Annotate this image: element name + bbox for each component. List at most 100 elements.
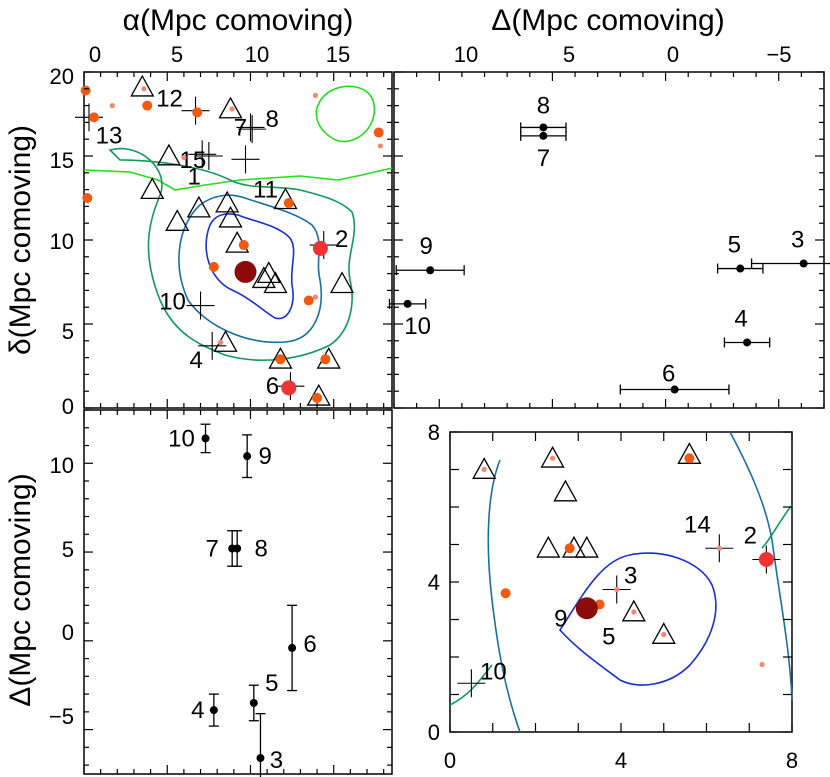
bottom-left-point-label-7: 7 [205,535,218,562]
top-left-bcg-0 [234,260,257,283]
bottom-left-point-label-9: 9 [258,443,271,470]
contour-blue-br [558,552,717,686]
panel-top-right-frame [393,71,825,409]
panel-bottom-right-frame [449,431,793,733]
bottom-right-label-5: 5 [602,623,615,650]
bottom-right-label-10: 10 [480,658,507,685]
top-left-label-13: 13 [96,122,123,149]
top-right-point-label-8: 8 [537,92,550,119]
top-left-galaxy-orange-3 [192,107,203,118]
tick-label-tl-x-1: 5 [171,42,183,67]
top-left-triangle-10 [256,261,281,284]
bottom-left-point-5 [249,698,258,707]
bottom-right-label-2: 2 [744,523,757,550]
tick-label-bl-y-0: 10 [50,453,74,478]
contour-teal [178,194,322,344]
top-left-triangle-8 [218,205,243,228]
top-left-triangle-6 [165,209,190,231]
tick-label-tl-x-3: 15 [326,42,350,67]
top-left-galaxy-pink-4 [377,143,383,149]
bottom-left-point-label-8: 8 [254,535,267,562]
bottom-left-point-label-5: 5 [265,670,278,697]
top-left-label-10: 10 [159,289,186,316]
top-right-point-5 [736,264,745,273]
top-left-galaxy-pink-0 [109,103,115,109]
contours-bottom-right [449,431,793,733]
top-left-galaxy-orange-10 [275,354,286,365]
top-left-label-6: 6 [266,373,279,400]
top-left-galaxy-pink-2 [181,155,187,161]
bottom-left-point-8 [233,544,242,553]
bottom-left-point-label-10: 10 [168,425,195,452]
bottom-right-galaxy-orange-1 [500,588,511,599]
axis-title-delta-lower-y: δ(Mpc comoving) [4,125,37,355]
tick-label-br-x-1: 4 [615,748,627,773]
top-left-triangle-15 [268,346,293,369]
top-left-label-8: 8 [265,106,278,133]
top-left-triangle-3 [140,177,165,200]
axis-title-delta-upper: Δ(Mpc comoving) [491,4,724,37]
top-right-point-10 [403,299,412,308]
top-left-galaxy-orange-2 [142,100,153,111]
tick-label-tl-y-2: 10 [50,229,74,254]
tick-label-tr-x-1: 5 [563,42,575,67]
bottom-right-galaxy-pink-4 [661,631,667,638]
tick-label-br-x-0: 0 [444,748,456,773]
bottom-right-galaxy-red-0 [758,552,774,567]
bottom-right-galaxy-pink-1 [550,455,556,461]
top-right-point-9 [426,266,435,275]
bottom-right-galaxy-pink-6 [759,661,765,668]
top-left-galaxy-pink-1 [141,86,147,92]
bottom-left-point-4 [209,706,218,715]
tick-label-tl-x-2: 10 [245,42,269,67]
top-left-galaxy-red-0 [312,240,328,256]
bottom-right-triangle-6 [574,535,599,558]
bottom-left-point-3 [256,754,265,763]
contour-light-outer [83,167,393,191]
panel-bottom-left-frame [83,409,393,775]
top-left-galaxy-pink-5 [312,92,319,99]
bottom-left-point-9 [243,452,252,461]
contour-blue [205,213,295,320]
top-left-galaxy-pink-7 [217,339,224,346]
bottom-right-label-14: 14 [684,511,711,538]
top-left-triangle-12 [263,271,288,294]
tick-label-tl-y-4: 20 [50,64,74,89]
bottom-right-triangle-7 [621,599,646,622]
tick-label-tl-x-0: 0 [89,42,101,67]
tick-label-tl-y-0: 0 [62,394,74,419]
top-right-point-3 [799,259,808,268]
top-left-galaxy-orange-8 [303,295,314,306]
tick-label-bl-y-3: −5 [49,704,74,729]
bottom-right-label-3: 3 [624,563,637,590]
top-left-label-2: 2 [335,226,348,253]
top-right-point-label-10: 10 [404,313,431,340]
top-left-galaxy-orange-7 [238,240,249,251]
tick-label-br-y-0: 0 [428,720,440,745]
contour-mid [108,147,356,361]
tick-label-tr-x-2: 0 [667,42,679,67]
top-left-label-11: 11 [253,176,278,203]
bottom-right-triangle-2 [553,479,578,502]
bottom-left-point-label-6: 6 [303,631,316,658]
bottom-right-bcg-0 [575,597,598,620]
top-right-point-label-6: 6 [662,361,675,388]
tick-label-tl-y-3: 15 [50,148,74,173]
contour-mid-br-2 [761,504,793,549]
top-left-galaxy-orange-1 [88,112,99,123]
tick-label-tr-x-0: 10 [454,42,478,67]
top-left-label-1: 1 [188,163,201,190]
top-left-triangle-0 [130,74,155,97]
top-right-point-6 [670,385,679,394]
bottom-right-galaxy-pink-2 [614,586,620,593]
top-left-galaxy-pink-6 [312,294,319,300]
tick-label-br-y-1: 4 [428,570,440,595]
bottom-right-triangle-8 [651,622,676,644]
bottom-right-triangle-4 [536,535,561,558]
top-left-galaxy-orange-4 [82,193,93,203]
tick-label-br-x-2: 8 [786,748,798,773]
axis-title-Delta-y: Δ(Mpc comoving) [4,473,37,706]
top-left-triangle-7 [186,195,211,218]
